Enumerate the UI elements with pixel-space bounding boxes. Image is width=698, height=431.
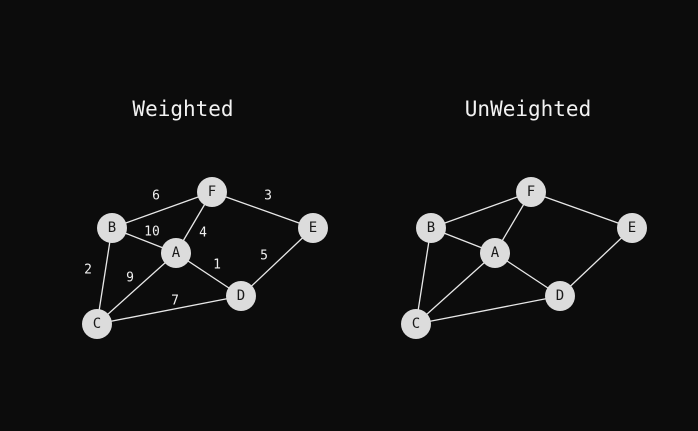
node-d: D [226, 281, 256, 311]
node-c: C [82, 309, 112, 339]
node-label: F [527, 184, 535, 200]
edge-b-f [111, 191, 213, 229]
node-b: B [416, 213, 446, 243]
node-circle [298, 213, 328, 243]
edge-weight-b-c: 2 [84, 263, 92, 278]
node-circle [401, 309, 431, 339]
node-d: D [545, 281, 575, 311]
edge-weight-b-a: 10 [144, 225, 160, 240]
node-circle [545, 281, 575, 311]
unweighted-graph: UnWeighted F B A E D C [401, 97, 647, 339]
node-label: D [556, 288, 564, 304]
node-label: E [628, 220, 636, 236]
edge-c-d [96, 295, 242, 325]
edge-weight-c-d: 7 [171, 294, 179, 309]
edge-e-d [240, 227, 314, 297]
node-circle [480, 238, 510, 268]
node-e: E [617, 213, 647, 243]
node-label: B [108, 220, 116, 236]
node-f: F [516, 177, 546, 207]
node-circle [82, 309, 112, 339]
node-circle [226, 281, 256, 311]
node-a: A [480, 238, 510, 268]
edge-a-c [96, 252, 177, 325]
node-f: F [197, 177, 227, 207]
node-e: E [298, 213, 328, 243]
edge-weight-e-d: 5 [260, 249, 268, 264]
edge-e-d [559, 227, 633, 297]
weighted-graph-title: Weighted [132, 97, 233, 121]
edge-weight-f-a: 4 [199, 226, 207, 241]
edge-weight-f-e: 3 [264, 189, 272, 204]
node-label: E [309, 220, 317, 236]
node-label: B [427, 220, 435, 236]
node-circle [416, 213, 446, 243]
unweighted-graph-title: UnWeighted [465, 97, 591, 121]
node-label: C [93, 316, 101, 332]
node-label: F [208, 184, 216, 200]
node-a: A [161, 238, 191, 268]
edge-weight-a-d: 1 [213, 258, 221, 273]
node-circle [516, 177, 546, 207]
node-circle [617, 213, 647, 243]
edge-weight-a-c: 9 [126, 271, 134, 286]
edge-weight-b-f: 6 [152, 189, 160, 204]
node-label: A [172, 245, 181, 261]
edge-b-c [96, 227, 113, 325]
node-b: B [97, 213, 127, 243]
weighted-graph: Weighted 6 3 10 4 2 9 1 5 7 F B A E D C [82, 97, 328, 339]
edge-b-c [415, 227, 432, 325]
edge-f-e [211, 191, 314, 229]
node-label: C [412, 316, 420, 332]
node-circle [97, 213, 127, 243]
edge-f-e [530, 191, 633, 229]
edge-a-c [415, 252, 496, 325]
node-label: D [237, 288, 245, 304]
edge-c-d [415, 295, 561, 325]
node-label: A [491, 245, 500, 261]
node-circle [161, 238, 191, 268]
edge-b-f [430, 191, 532, 229]
node-circle [197, 177, 227, 207]
node-c: C [401, 309, 431, 339]
